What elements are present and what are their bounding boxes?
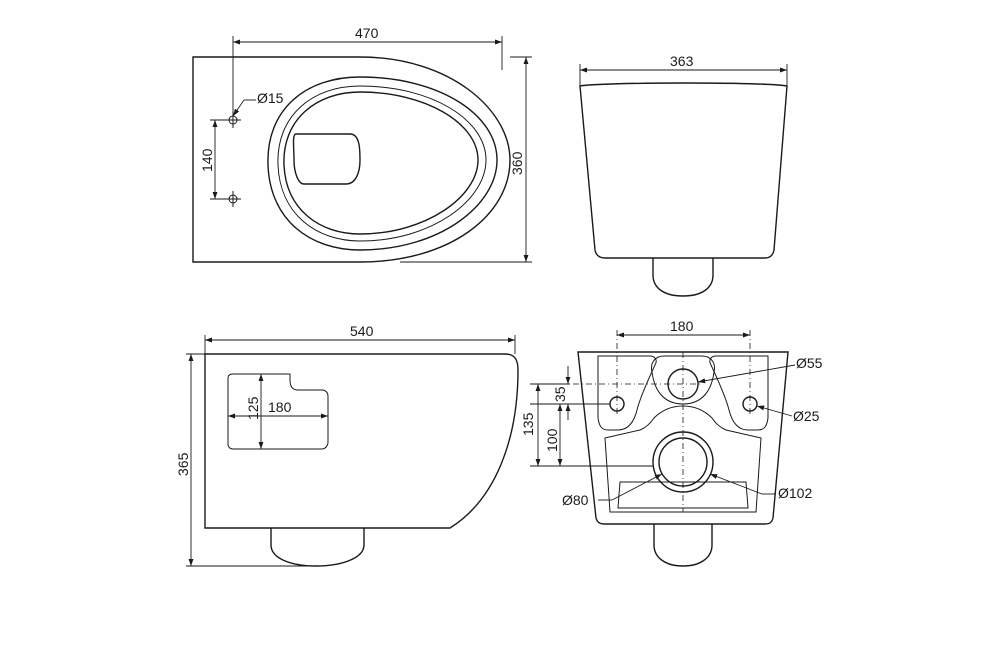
dim-hole-diameter: Ø15	[257, 90, 284, 106]
top-view-drain	[292, 133, 361, 185]
top-view: 470 360 140 Ø15	[192, 25, 532, 263]
dim-inlet-diameter: Ø55	[796, 355, 823, 371]
dim-front-width: 363	[670, 53, 694, 69]
dim-back-offset-135: 135	[520, 412, 536, 436]
side-view: 540 365 125 180	[175, 323, 519, 567]
front-view-trap	[652, 258, 714, 297]
back-view-lower-recess	[604, 405, 762, 513]
back-view: 180 35 135 100 Ø55 Ø25 Ø80 Ø102	[520, 318, 823, 567]
dim-outlet-outer-diameter: Ø102	[778, 485, 812, 501]
dim-back-offset-35: 35	[552, 386, 568, 402]
dim-fixing-hole-diameter: Ø25	[793, 408, 820, 424]
dim-opening-width: 180	[268, 399, 292, 415]
dim-side-length: 540	[350, 323, 374, 339]
side-view-cistern-opening	[227, 373, 329, 450]
dim-back-offset-100: 100	[544, 428, 560, 452]
dim-hole-spacing: 140	[199, 148, 215, 172]
dim-side-height: 365	[175, 452, 191, 476]
back-view-bottom-rim	[617, 481, 749, 509]
back-view-outline	[577, 351, 789, 525]
top-view-outline	[192, 56, 511, 263]
top-view-rim-inner	[277, 85, 487, 242]
side-view-outline	[204, 353, 519, 529]
dim-top-width: 470	[355, 25, 379, 41]
top-view-rim-outer	[267, 76, 498, 251]
top-view-bowl	[283, 91, 479, 235]
dim-opening-height: 125	[245, 396, 261, 420]
front-view: 363	[579, 53, 788, 297]
back-view-trap	[653, 524, 713, 567]
dim-outlet-inner-diameter: Ø80	[562, 492, 589, 508]
side-view-trap	[270, 528, 365, 567]
back-view-left-recess	[597, 355, 657, 431]
dim-top-height: 360	[509, 151, 525, 175]
back-view-center-recess	[651, 355, 715, 405]
front-view-outline	[579, 82, 788, 259]
back-view-right-recess	[709, 355, 769, 431]
dim-back-spacing: 180	[670, 318, 694, 334]
